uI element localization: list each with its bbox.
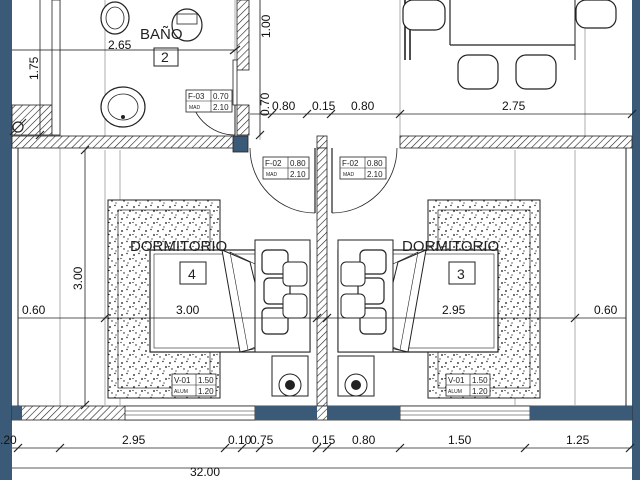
tag-v01-left-width: 1.50 [198,376,214,385]
tag-f02-left-height: 2.10 [290,170,306,179]
dim-2-75: 2.75 [502,99,526,113]
dim-3-00-horizontal: 3.00 [176,303,200,317]
pipe-marker-icon [9,118,27,136]
tag-v01-left-code: V-01 [174,376,191,385]
dim-2-95-a: 2.95 [442,303,466,317]
dim-2-65: 2.65 [108,38,132,52]
dim-1-75: 1.75 [27,56,41,80]
tag-f02-right: F-02 0.80 MAD 2.10 [339,156,387,180]
tag-f03-width: 0.70 [213,92,229,101]
bed-right-icon [337,239,499,353]
partition-wall [316,147,328,407]
toilet-icon [171,8,203,42]
dim-1-00: 1.00 [259,14,273,38]
tag-v01-left-sub: ALUM [174,389,188,395]
tag-v01-right-code: V-01 [448,376,465,385]
tag-f02-right-sub: MAD [343,172,355,178]
dim-0-80-b: 0.80 [351,99,375,113]
dim-0-80-c: 0.80 [352,433,376,447]
dim-32-00: 32.00 [190,465,220,479]
left-border-wall [0,0,12,480]
mid-wall-left [11,135,237,149]
tag-v01-right-width: 1.50 [472,376,488,385]
dim-0-15-a: 0.15 [312,99,336,113]
tag-f02-left-sub: MAD [266,172,278,178]
door-right-bedroom [331,147,398,214]
tag-f02-right-height: 2.10 [367,170,383,179]
tag-f02-left-code: F-02 [265,159,282,168]
tag-f03-code: F-03 [188,92,205,101]
tag-f03: F-03 0.70 MAD 2.10 [185,89,233,113]
dim-0-80-a: 0.80 [272,99,296,113]
dim-0-20: .20 [0,433,17,447]
dim-0-15-b: 0.15 [312,433,336,447]
room-number-bano: 2 [161,49,169,65]
bath-right-wall-lower [236,104,250,136]
toilet-icon [100,1,130,35]
room-number-dorm-right: 3 [457,266,465,282]
tag-f03-sub: MAD [189,105,201,111]
column [232,135,249,153]
dim-1-25: 1.25 [566,433,590,447]
window-v01-right [399,405,531,421]
tag-v01-right-sub: ALUM [448,389,462,395]
dim-0-10: 0.10 [228,433,252,447]
bed-left-icon [149,239,311,353]
room-number-dorm-left: 4 [188,266,196,282]
tag-f03-height: 2.10 [213,103,229,112]
sink-icon [100,86,146,128]
dim-0-75: 0.75 [250,433,274,447]
tag-v01-right: V-01 1.50 ALUM 1.20 [445,373,491,397]
dim-2-95-b: 2.95 [122,433,146,447]
mid-wall-right [399,135,633,149]
tag-v01-right-height: 1.20 [472,387,488,396]
chair-icon [402,0,617,90]
dim-1-50: 1.50 [448,433,472,447]
tag-f02-right-width: 0.80 [367,159,383,168]
nightstand-left-icon [271,355,309,397]
room-label-dorm-left: DORMITORIO [130,238,227,255]
nightstand-right-icon [337,355,375,397]
window-v01-left [124,405,256,421]
dim-0-60-left: 0.60 [22,303,46,317]
dimension-ticks [13,45,637,453]
door-left-bedroom [249,147,316,214]
bath-right-wall [236,0,250,71]
dim-0-70: 0.70 [258,92,272,116]
right-border-wall [632,0,640,480]
tag-f02-right-code: F-02 [342,159,359,168]
dimension-lines [12,0,632,469]
tag-v01-left-height: 1.20 [198,387,214,396]
dim-0-60-right: 0.60 [594,303,618,317]
tag-v01-left: V-01 1.50 ALUM 1.20 [171,373,217,397]
dim-3-00-vertical: 3.00 [71,266,85,290]
tag-f02-left-width: 0.80 [290,159,306,168]
room-label-bano: BAÑO [140,26,183,43]
tag-f02-left: F-02 0.80 MAD 2.10 [262,156,310,180]
room-label-dorm-right: DORMITORIO [402,238,499,255]
